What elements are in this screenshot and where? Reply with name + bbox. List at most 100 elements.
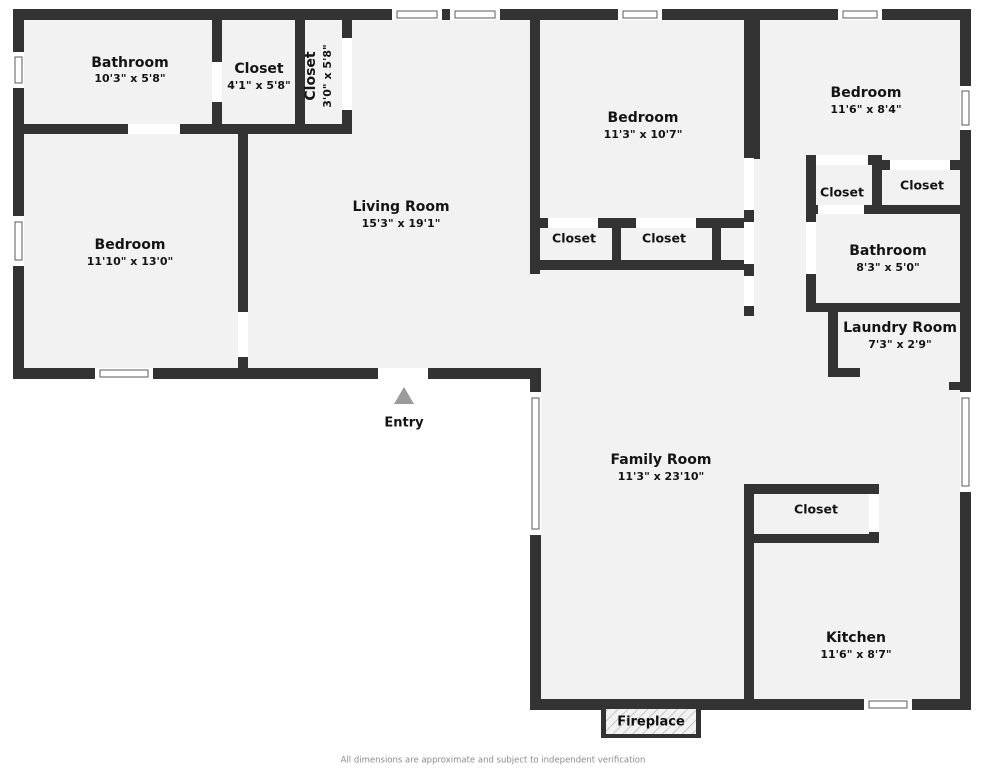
room-label-bedroom-left: Bedroom 11'10" x 13'0" [87, 237, 174, 268]
window-bedroom-topright-right [960, 86, 971, 130]
room-name: Closet [794, 502, 838, 517]
window-family-right [960, 392, 971, 492]
room-label-bathroom-top-left: Bathroom 10'3" x 5'8" [91, 55, 169, 85]
wall-closet2-bottom [295, 124, 352, 134]
room-label-laundry-room: Laundry Room 7'3" x 2'9" [843, 320, 957, 351]
room-dimensions: 10'3" x 5'8" [94, 72, 165, 85]
room-label-closet-center-left: Closet [552, 231, 596, 246]
window-bathroom-left [13, 52, 24, 88]
room-label-living-room: Living Room 15'3" x 19'1" [352, 199, 449, 230]
fireplace: Fireplace [601, 705, 701, 738]
door-openings [128, 38, 950, 532]
room-name: Bedroom [95, 237, 166, 253]
room-dimensions: 4'1" x 5'8" [227, 79, 291, 92]
door-bathroom-topleft [128, 124, 180, 134]
wall-center-block-left [530, 9, 540, 274]
room-dimensions: 11'6" x 8'4" [830, 103, 901, 116]
wall-closets-bottom [212, 124, 305, 134]
room-dimensions: 11'6" x 8'7" [820, 648, 891, 661]
room-label-closet-family: Closet [794, 502, 838, 517]
wall-laundry-right-stub [949, 382, 971, 390]
door-closet-upper [890, 160, 950, 170]
room-dimensions: 15'3" x 19'1" [362, 217, 441, 230]
room-dimensions: 3'0" x 5'8" [321, 44, 334, 108]
room-label-bedroom-top-right: Bedroom 11'6" x 8'4" [830, 85, 901, 116]
wall-laundry-bottom [828, 368, 860, 377]
room-name: Bedroom [831, 85, 902, 101]
window-kitchen-bottom [864, 699, 912, 710]
wall-closet-upper-bottom [878, 205, 971, 214]
window-living-top-1 [392, 9, 442, 20]
window-bedroom-center-top [618, 9, 662, 20]
wall-bottom-main [530, 699, 971, 710]
wall-family-closet-top [744, 484, 879, 494]
door-closet-topleft-1 [212, 62, 222, 102]
wall-center-closets-right [712, 222, 721, 268]
room-name: Family Room [611, 452, 712, 468]
room-name: Closet [820, 185, 864, 200]
door-closet-topleft-2 [342, 38, 352, 110]
room-label-bedroom-center: Bedroom 11'3" x 10'7" [604, 110, 683, 141]
wall-closet-small-left [806, 155, 816, 213]
wall-bath-bedroom-divider [13, 124, 222, 134]
room-label-kitchen: Kitchen 11'6" x 8'7" [820, 630, 891, 661]
door-bedroom-topright [816, 155, 868, 165]
room-label-closet-top-left-narrow: Closet 3'0" x 5'8" [303, 44, 334, 108]
room-name: Bathroom [849, 243, 927, 259]
entry-marker-group: Entry [384, 387, 424, 431]
room-name: Living Room [352, 199, 449, 215]
room-labels: Bathroom 10'3" x 5'8" Closet 4'1" x 5'8"… [87, 44, 957, 661]
door-bedroom-center-2 [744, 222, 754, 264]
wall-bottom-left-block [13, 368, 533, 379]
wall-bedroom-topright-left [750, 14, 760, 159]
door-entry [378, 368, 428, 379]
door-closet-center-right [636, 218, 696, 228]
wall-laundry-left [828, 312, 838, 377]
room-name: Bedroom [608, 110, 679, 126]
door-bedroom-left [238, 312, 248, 357]
room-name: Closet [642, 231, 686, 246]
room-label-closet-right-upper: Closet [900, 178, 944, 193]
door-closet-center-left [548, 218, 598, 228]
wall-bedroom-center-right [744, 14, 754, 269]
room-name: Closet [552, 231, 596, 246]
door-family-closet [869, 494, 879, 532]
disclaimer-text: All dimensions are approximate and subje… [341, 756, 646, 766]
room-name: Bathroom [91, 55, 169, 71]
door-bathroom-right [806, 222, 816, 274]
room-label-closet-right-small: Closet [820, 185, 864, 200]
window-living-top-2 [450, 9, 500, 20]
wall-right-exterior [960, 9, 971, 710]
room-name: Closet [900, 178, 944, 193]
wall-closet1-right [295, 14, 305, 129]
door-bedroom-center [744, 158, 754, 210]
room-dimensions: 11'3" x 23'10" [618, 470, 705, 483]
window-bedroom-left-bottom [95, 368, 153, 379]
entry-triangle-icon [394, 387, 414, 404]
room-label-closet-top-left: Closet 4'1" x 5'8" [227, 61, 291, 92]
wall-closet-small-right [872, 155, 882, 213]
wall-left-exterior [13, 9, 24, 379]
door-closet-small-bottom [818, 205, 864, 214]
room-dimensions: 7'3" x 2'9" [868, 338, 932, 351]
window-bedroom-left [13, 216, 24, 266]
wall-family-kitchen-divider [744, 484, 754, 704]
room-dimensions: 8'3" x 5'0" [856, 261, 920, 274]
wall-center-closets-divider [612, 222, 621, 268]
window-family-left [530, 392, 541, 535]
wall-bedroom-living-divider [238, 124, 248, 374]
room-dimensions: 11'10" x 13'0" [87, 255, 174, 268]
room-name: Laundry Room [843, 320, 957, 336]
fireplace-label: Fireplace [617, 715, 685, 730]
wall-top-left [13, 9, 533, 20]
room-dimensions: 11'3" x 10'7" [604, 128, 683, 141]
floor-fills [13, 9, 971, 710]
room-label-bathroom-right: Bathroom 8'3" x 5'0" [849, 243, 927, 274]
room-name: Kitchen [826, 630, 886, 646]
room-name: Closet [234, 61, 284, 77]
wall-family-left [530, 368, 541, 710]
window-bedroom-topright-top [838, 9, 882, 20]
windows [13, 9, 971, 710]
